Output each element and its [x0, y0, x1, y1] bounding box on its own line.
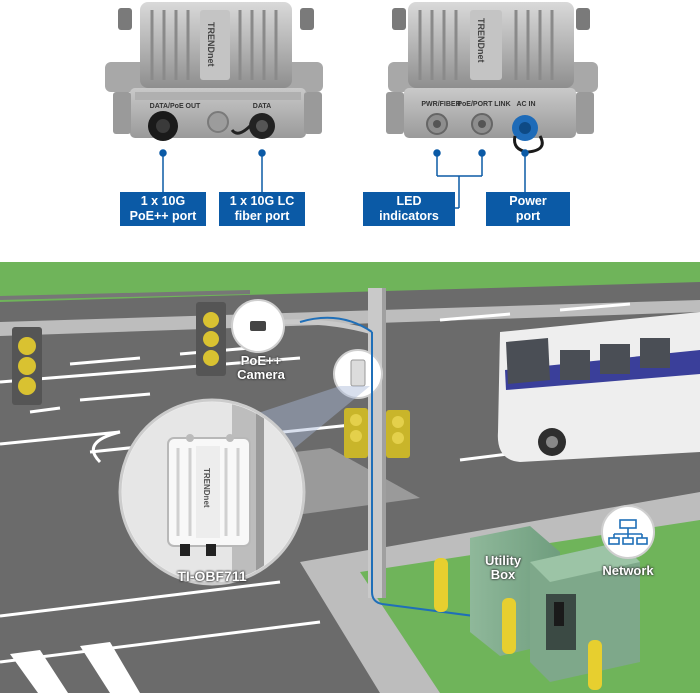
- right-port-label-3: AC IN: [516, 101, 535, 108]
- product-photos: DATA/PoE OUT DATA TRENDnet: [105, 2, 598, 209]
- utility-box-line1: Utility: [484, 553, 522, 568]
- callout-led: LED indicators: [363, 192, 455, 226]
- callout-fiber-line1: 1 x 10G LC: [229, 194, 295, 208]
- left-device-logo: TRENDnet: [206, 22, 216, 67]
- callout-leaders: [159, 149, 529, 209]
- network-label: Network: [602, 563, 654, 578]
- left-port-label-2: DATA: [253, 103, 271, 110]
- traffic-light-left: [0, 290, 251, 405]
- callout-power-line1: Power: [509, 194, 547, 208]
- deployment-scene: TRENDnet: [0, 262, 700, 693]
- callout-poe-line2: PoE++ port: [129, 209, 197, 223]
- callout-power-line2: port: [515, 209, 541, 223]
- left-port-label-1: DATA/PoE OUT: [150, 103, 201, 110]
- closeup-logo: TRENDnet: [202, 468, 211, 508]
- right-device-logo: TRENDnet: [476, 18, 486, 63]
- callout-poe-line1: 1 x 10G: [140, 194, 186, 208]
- bus: [497, 312, 700, 462]
- device-closeup: [122, 402, 302, 582]
- right-port-label-2: PoE/PORT LINK: [457, 101, 510, 108]
- bollards: [434, 558, 602, 690]
- camera-label: PoE++ Camera: [226, 354, 296, 382]
- callout-fiber-line2: fiber port: [234, 209, 290, 223]
- callout-poe-port: 1 x 10G PoE++ port: [120, 192, 206, 226]
- utility-box-line2: Box: [490, 567, 516, 582]
- utility-box-label: Utility Box: [472, 554, 534, 582]
- callout-led-line1: LED: [396, 194, 422, 208]
- device-right-photo: [386, 2, 598, 154]
- callout-led-line2: indicators: [379, 209, 439, 223]
- right-port-label-1: PWR/FIBER: [421, 101, 460, 108]
- camera-icon: [250, 321, 266, 331]
- device-left-photo: [105, 2, 323, 141]
- device-model-label: TI-OBF711: [177, 568, 247, 584]
- scene-illustration: TRENDnet: [0, 262, 700, 693]
- network-icon: [608, 519, 648, 545]
- camera-label-line2: Camera: [237, 367, 285, 382]
- callout-power: Power port: [486, 192, 570, 226]
- camera-label-line1: PoE++: [240, 353, 282, 368]
- callout-fiber-port: 1 x 10G LC fiber port: [219, 192, 305, 226]
- traffic-light-center: [344, 408, 410, 458]
- product-ports-panel: DATA/PoE OUT DATA TRENDnet: [0, 0, 700, 260]
